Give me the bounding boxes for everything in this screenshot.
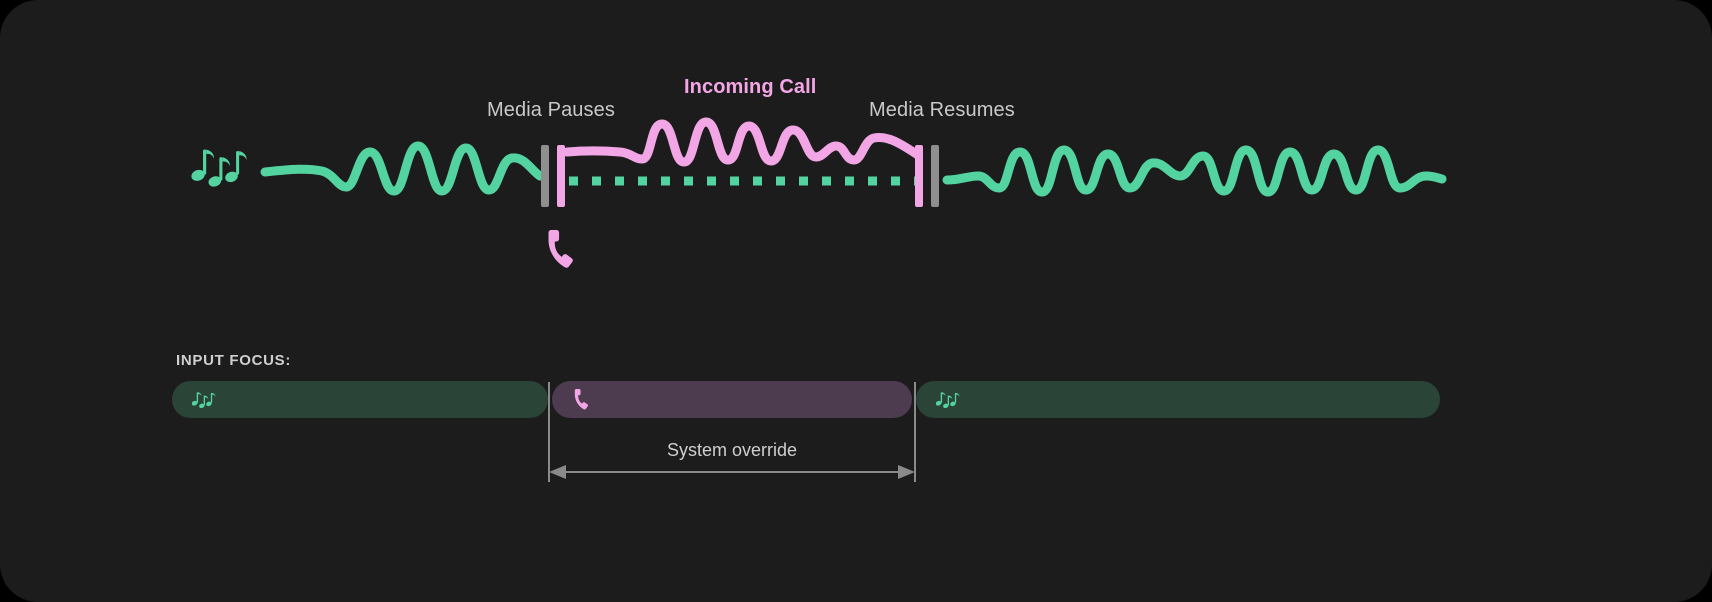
system-override-bracket — [548, 382, 916, 482]
label-incoming-call: Incoming Call — [684, 76, 817, 98]
waveform-media-after — [942, 145, 1447, 197]
waveform-media-before — [260, 141, 545, 196]
label-media-resumes: Media Resumes — [869, 99, 1015, 121]
pause-marker-bar-pink — [557, 145, 565, 207]
resume-marker-bar-gray — [931, 145, 939, 207]
resume-marker-bar-pink — [915, 145, 923, 207]
music-notes-icon — [189, 149, 247, 189]
input-focus-title: INPUT FOCUS: — [176, 352, 292, 369]
label-media-pauses: Media Pauses — [487, 99, 615, 121]
phone-icon — [548, 230, 573, 268]
waveform-incoming-call — [562, 117, 923, 167]
focus-bar-call[interactable] — [552, 381, 912, 418]
pause-marker-bar-gray — [541, 145, 549, 207]
focus-bar-media-before[interactable] — [172, 381, 548, 418]
audio-timeline — [189, 117, 1447, 268]
focus-bar-media-after[interactable] — [916, 381, 1440, 418]
